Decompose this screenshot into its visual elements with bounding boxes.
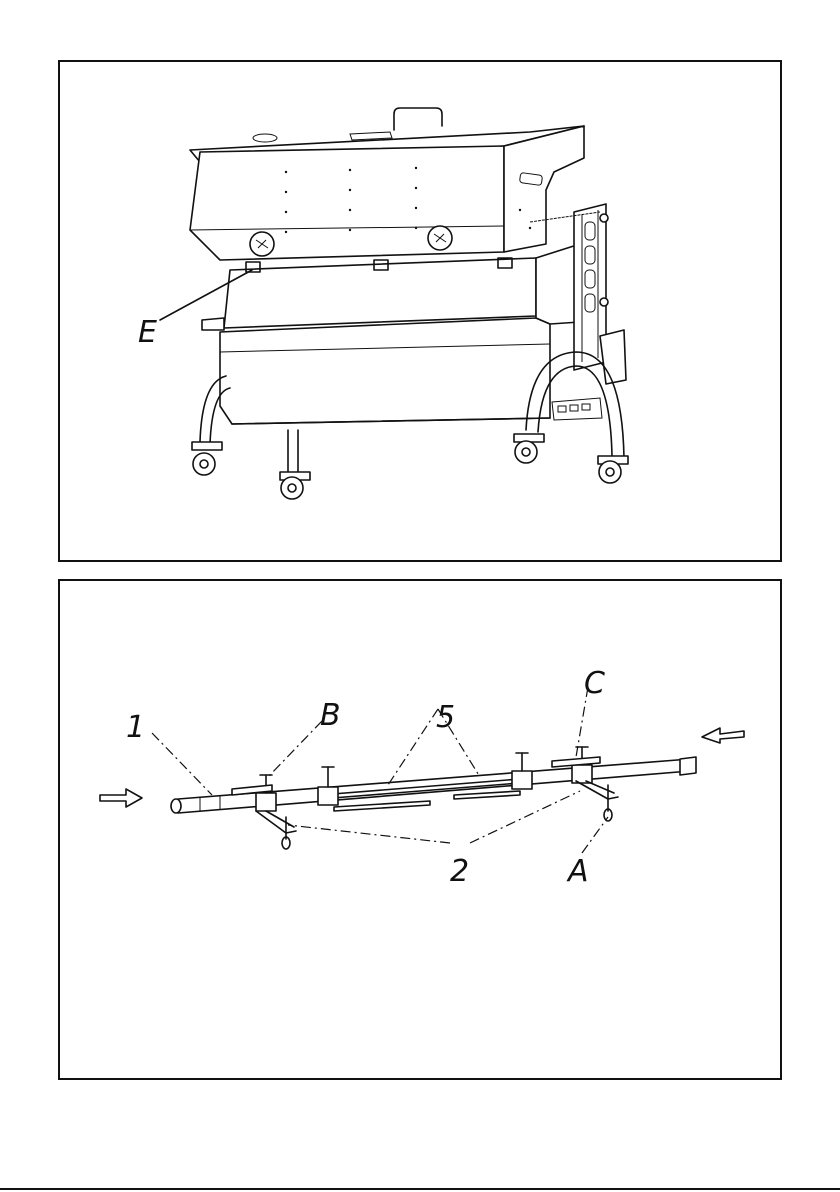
arrow-left-insert (100, 789, 142, 807)
label-C: C (584, 666, 605, 701)
leg-middle (288, 430, 298, 472)
top-figure-panel: E (58, 60, 782, 562)
bottom-figure-panel: 1 B 5 C 2 A (58, 579, 782, 1080)
leader-2a (288, 825, 450, 843)
lid-front (190, 146, 504, 260)
spit-bar-lower-right (454, 791, 520, 799)
label-2: 2 (450, 854, 469, 889)
spit-rod-drawing: 1 B 5 C 2 A (60, 581, 784, 1082)
rod-end-left (171, 799, 181, 813)
body-front (220, 318, 550, 424)
collar-mid-right (512, 753, 532, 789)
leader-5a (388, 709, 438, 785)
caster-right-front (598, 456, 628, 483)
rod-end-right (680, 757, 696, 775)
leader-2b (470, 791, 580, 843)
label-E: E (138, 315, 157, 350)
roaster-drawing: E (60, 62, 784, 564)
hinge-left (246, 262, 260, 272)
leader-E (160, 270, 252, 320)
lid-handle (394, 108, 442, 130)
label-5: 5 (436, 700, 455, 735)
caster-left-front (192, 442, 222, 475)
leader-1 (152, 733, 212, 795)
lid-plate (350, 132, 392, 140)
caster-right-rear (514, 434, 544, 463)
motor-box (600, 330, 626, 384)
caster-middle (280, 472, 310, 499)
leader-B (268, 721, 322, 777)
arrow-right-insert (702, 728, 744, 743)
side-tray (202, 318, 224, 330)
label-1: 1 (126, 710, 145, 745)
leader-A (582, 817, 608, 853)
page-bottom-rule (0, 1188, 840, 1190)
vent-cap (253, 134, 277, 142)
spit-bar-lower-left (334, 801, 430, 811)
label-A: A (566, 854, 589, 889)
label-B: B (320, 698, 341, 733)
lid-side (504, 126, 584, 252)
